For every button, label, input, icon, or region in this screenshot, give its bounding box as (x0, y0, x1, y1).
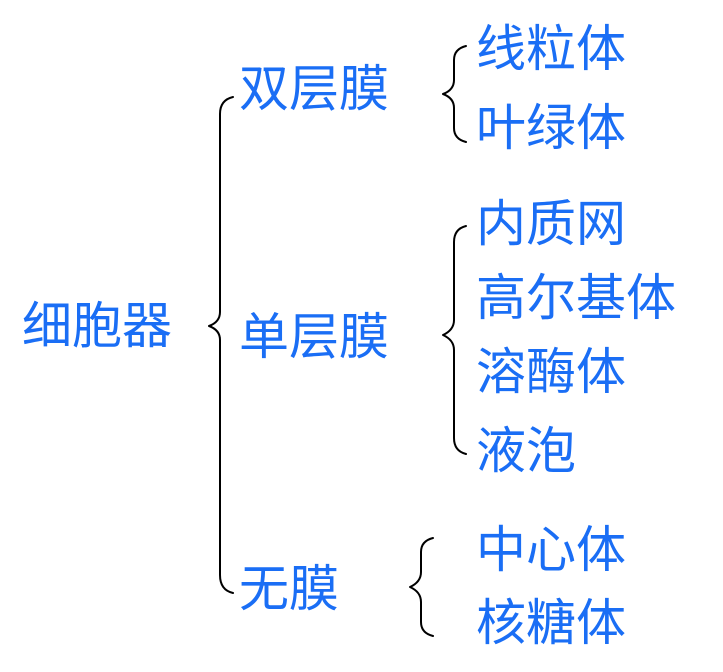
item-centrosome: 中心体 (476, 521, 626, 579)
item-mitochondria: 线粒体 (476, 20, 626, 78)
double-membrane-brace (442, 45, 467, 143)
item-golgi-apparatus: 高尔基体 (476, 269, 676, 327)
item-lysosome: 溶酶体 (476, 343, 626, 401)
item-chloroplast: 叶绿体 (476, 99, 626, 157)
group-label-double-membrane: 双层膜 (239, 60, 389, 118)
single-membrane-brace (442, 225, 467, 455)
root-brace (208, 96, 234, 594)
root-label: 细胞器 (22, 297, 172, 355)
no-membrane-brace (409, 537, 434, 637)
item-vacuole: 液泡 (476, 422, 576, 480)
item-endoplasmic-reticulum: 内质网 (476, 195, 626, 253)
item-ribosome: 核糖体 (476, 594, 626, 652)
group-label-single-membrane: 单层膜 (239, 308, 389, 366)
group-label-no-membrane: 无膜 (239, 560, 339, 618)
